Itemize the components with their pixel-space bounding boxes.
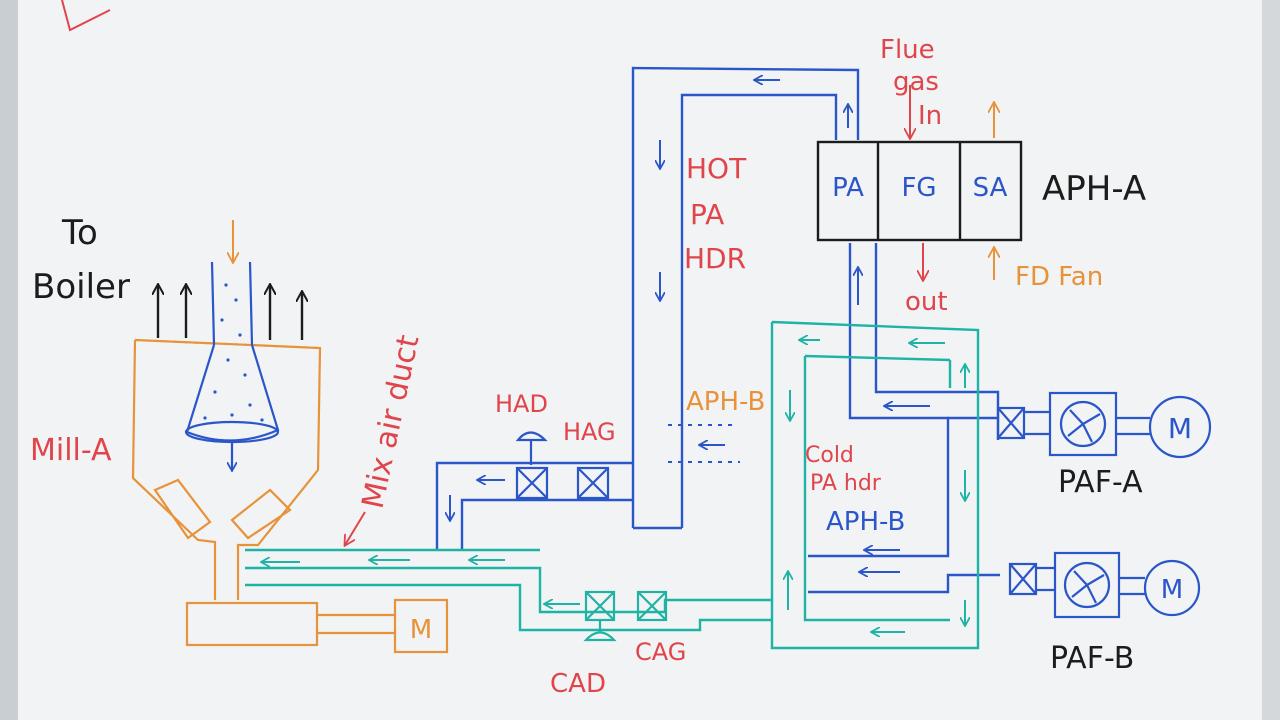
cag-label: CAG: [635, 638, 686, 666]
cad-damper: [583, 590, 617, 642]
hag-gate-1: [576, 466, 610, 500]
paf-b-motor-label: M: [1161, 575, 1183, 605]
whiteboard-frame-left: [0, 0, 18, 720]
hot-pa-hdr-label-3: HDR: [684, 242, 746, 275]
hot-pa-hdr-label-1: HOT: [686, 152, 747, 185]
aph-b-mid-label: APH-B: [826, 507, 905, 537]
mill-coal-pipe: [184, 261, 280, 470]
flue-gas-label-2: gas: [893, 67, 939, 97]
aph-cell-pa: PA: [832, 173, 864, 203]
cad-label: CAD: [550, 669, 606, 699]
paf-a-label: PAF-A: [1058, 465, 1143, 500]
aph-a-block: [816, 140, 1023, 242]
flue-gas-label-1: Flue: [880, 35, 935, 65]
whiteboard-frame-right: [1262, 0, 1280, 720]
hot-pa-arrows: [450, 80, 848, 520]
paf-b-label: PAF-B: [1050, 641, 1134, 676]
cold-pa-hdr-label-2: PA hdr: [810, 471, 882, 496]
cold-pa-arrows: [262, 340, 965, 632]
fd-fan-label: FD Fan: [1015, 262, 1103, 292]
mill-a-label: Mill-A: [30, 433, 112, 468]
had-damper: [515, 431, 549, 500]
hot-pa-hdr-label-2: PA: [690, 198, 724, 231]
to-boiler-label-2: Boiler: [32, 267, 130, 307]
had-label: HAD: [495, 390, 548, 418]
aph-b-dotted-inlet: [668, 424, 740, 463]
flue-gas-label-3: In: [918, 101, 942, 131]
mill-a: [131, 338, 449, 654]
aph-a-inlet-arrows: [858, 268, 930, 572]
paf-a-fan: [996, 391, 1212, 459]
aph-cell-sa: SA: [973, 173, 1008, 203]
to-boiler-label-1: To: [61, 213, 98, 253]
hag-label: HAG: [563, 418, 616, 446]
aph-b-top-label: APH-B: [686, 387, 765, 417]
aph-cell-fg: FG: [901, 173, 936, 203]
mix-air-duct-pointer: [345, 511, 366, 545]
aph-a-label: APH-A: [1042, 169, 1146, 209]
cold-pa-header-duct: [245, 320, 980, 650]
mill-motor-label: M: [410, 615, 432, 645]
to-boiler-arrows: [158, 285, 302, 340]
cold-pa-hdr-label-1: Cold: [805, 443, 854, 468]
corner-scribble: [61, 0, 111, 32]
paf-a-motor-label: M: [1168, 412, 1192, 445]
hot-pa-header-duct: [435, 66, 860, 550]
cag-gate: [636, 590, 668, 622]
paf-b-fan: [1008, 551, 1201, 619]
out-label: out: [905, 287, 948, 317]
coal-dots: [203, 283, 264, 422]
